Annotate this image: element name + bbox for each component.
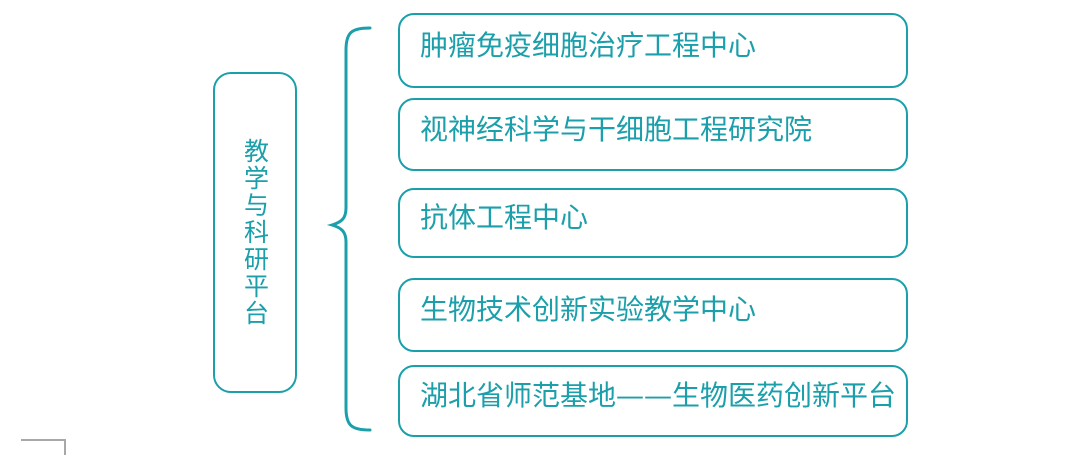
child-node-tumor-immune-cell-center: 肿瘤免疫细胞治疗工程中心 bbox=[398, 13, 908, 88]
child-node-label: 湖北省师范基地——生物医药创新平台 bbox=[420, 379, 897, 413]
child-node-label: 视神经科学与干细胞工程研究院 bbox=[420, 112, 813, 146]
child-node-label: 肿瘤免疫细胞治疗工程中心 bbox=[420, 28, 757, 62]
partial-rectangle-bottom-left bbox=[21, 439, 66, 455]
brace-connector-icon bbox=[326, 26, 372, 432]
child-node-antibody-engineering-center: 抗体工程中心 bbox=[398, 188, 908, 258]
child-node-label: 生物技术创新实验教学中心 bbox=[420, 293, 757, 327]
child-node-hubei-biomedical-platform: 湖北省师范基地——生物医药创新平台 bbox=[398, 365, 908, 437]
child-node-biotech-teaching-center: 生物技术创新实验教学中心 bbox=[398, 278, 908, 352]
root-node-teaching-research-platform: 教学与科研平台 bbox=[213, 72, 297, 393]
child-node-optic-neuroscience-institute: 视神经科学与干细胞工程研究院 bbox=[398, 98, 908, 171]
child-node-label: 抗体工程中心 bbox=[420, 201, 589, 235]
root-node-label: 教学与科研平台 bbox=[240, 138, 270, 327]
